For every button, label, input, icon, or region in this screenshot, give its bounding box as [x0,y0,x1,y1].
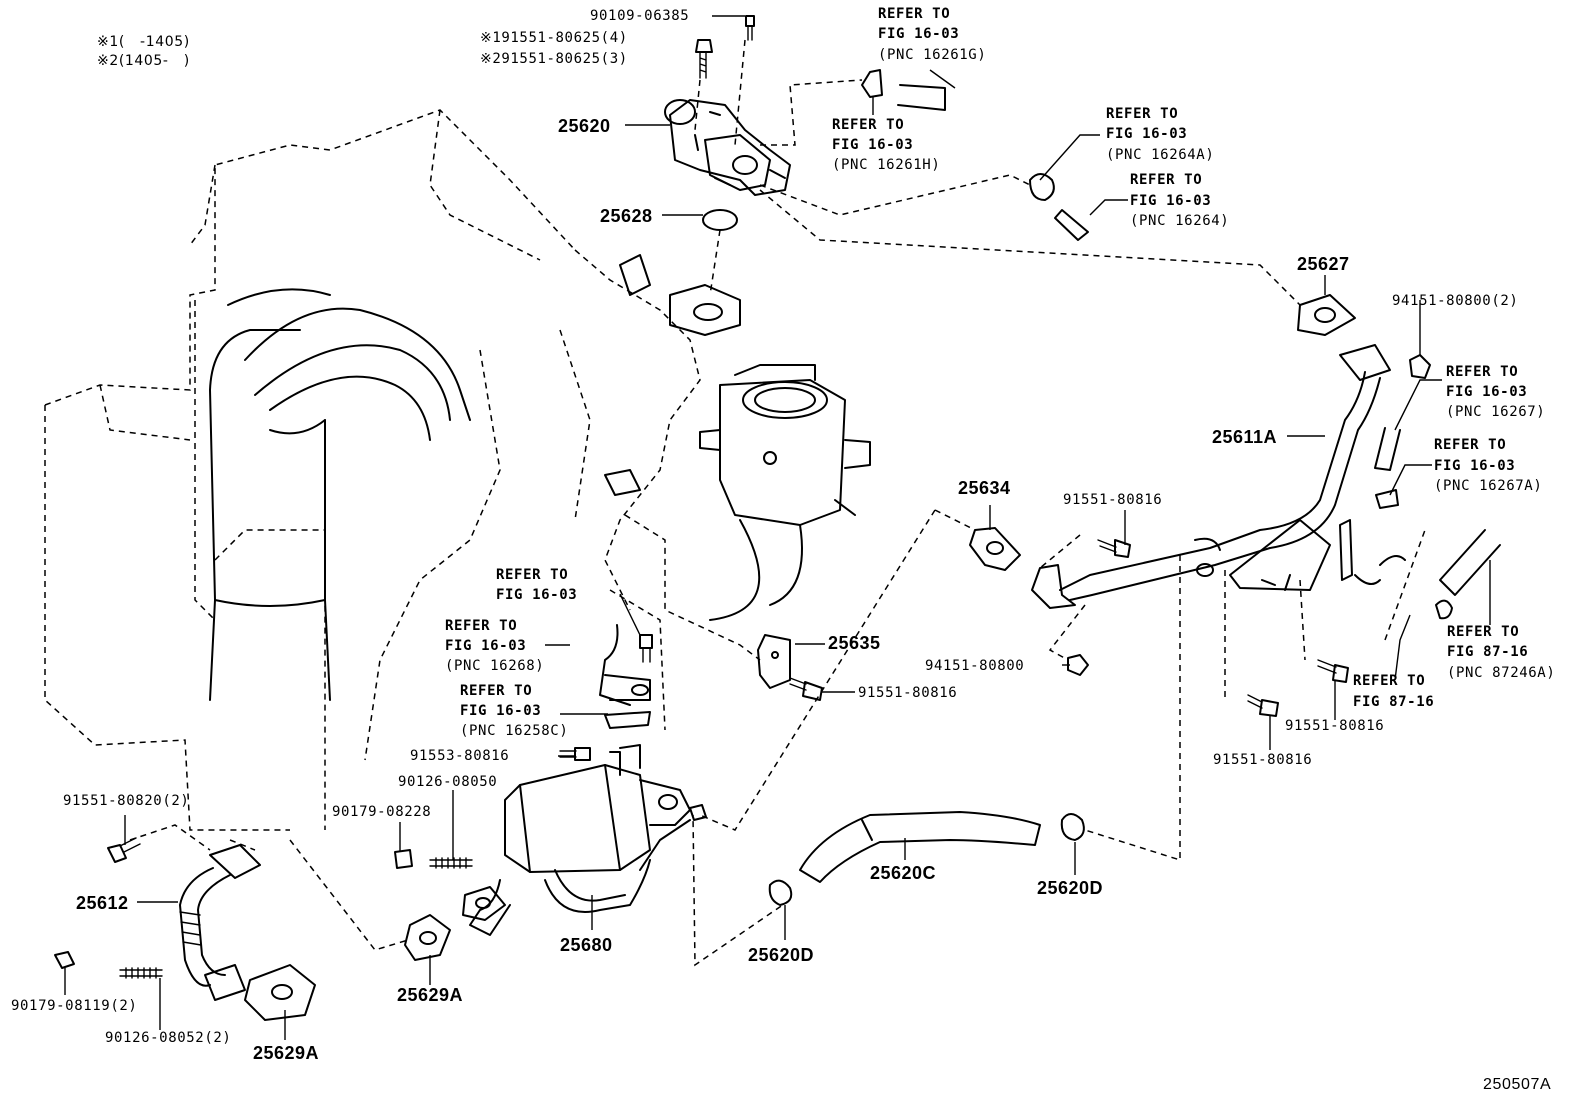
part-number-91551-80625-b[interactable]: ※291551-80625(3) [480,51,628,67]
part-number-91551-80816-right[interactable]: 91551-80816 [1285,718,1385,734]
part-number-25634[interactable]: 25634 [958,478,1011,498]
ref-87246A-pnc: (PNC 87246A) [1447,665,1556,681]
part-number-94151-80800-2[interactable]: 94151-80800(2) [1392,293,1519,309]
part-number-25620D-center[interactable]: 25620D [748,945,815,965]
part-number-90126-08050[interactable]: 90126-08050 [398,774,498,790]
clamp-25620D-center [768,879,793,906]
gasket-25627 [1297,294,1356,336]
part-number-91553-80816[interactable]: 91553-80816 [410,748,510,764]
ref-16268-refer[interactable]: REFER TO [445,618,518,634]
part-number-94151-80800[interactable]: 94151-80800 [925,658,1025,674]
ref-16264-pnc: (PNC 16264) [1130,213,1230,229]
ref-16268-pnc: (PNC 16268) [445,658,545,674]
ref-8716-fig[interactable]: FIG 87-16 [1353,694,1435,710]
ref-8716-refer[interactable]: REFER TO [1353,673,1426,689]
clamp-25620D-right [1060,813,1085,841]
ref-16267A-pnc: (PNC 16267A) [1434,478,1543,494]
gasket-25629A-center [404,886,506,961]
legend-line-1: ※1( -1405) [97,34,190,50]
hoses-top-right [861,69,1089,241]
egr-pipe-25612 [179,844,261,1001]
ref-16261H-refer[interactable]: REFER TO [832,117,905,133]
part-number-25635[interactable]: 25635 [828,633,881,653]
part-number-91551-80816-mid[interactable]: 91551-80816 [858,685,958,701]
egr-valve-25620 [664,99,791,196]
bolts-top [695,15,755,79]
part-number-25620D-right[interactable]: 25620D [1037,878,1104,898]
ref-16261G-fig[interactable]: FIG 16-03 [878,26,960,42]
alignment-lines [129,39,1426,967]
hose-right [1374,427,1501,620]
ref-16258C-refer[interactable]: REFER TO [460,683,533,699]
part-number-25680[interactable]: 25680 [560,935,613,955]
part-number-25620C[interactable]: 25620C [870,863,937,883]
legend-line-2: ※2(1405- ) [97,53,190,69]
hose-25620C [799,811,1041,883]
part-number-90179-08119[interactable]: 90179-08119(2) [11,998,138,1014]
gasket-25629A-left [244,964,316,1021]
bracket-25635 [757,634,791,689]
gasket-25634 [969,527,1021,571]
ref-plain-fig[interactable]: FIG 16-03 [496,587,578,603]
fasteners [54,354,1431,979]
ref-16264A-fig[interactable]: FIG 16-03 [1106,126,1188,142]
ref-16264-refer[interactable]: REFER TO [1130,172,1203,188]
ref-16268-fig[interactable]: FIG 16-03 [445,638,527,654]
ref-16267A-refer[interactable]: REFER TO [1434,437,1507,453]
ref-87246A-fig[interactable]: FIG 87-16 [1447,644,1529,660]
part-number-25612[interactable]: 25612 [76,893,129,913]
ref-16267-pnc: (PNC 16267) [1446,404,1546,420]
ref-87246A-refer[interactable]: REFER TO [1447,624,1520,640]
part-number-90179-08228[interactable]: 90179-08228 [332,804,432,820]
ref-16261H-pnc: (PNC 16261H) [832,157,941,173]
ref-plain-refer[interactable]: REFER TO [496,567,569,583]
part-number-91551-80625-a[interactable]: ※191551-80625(4) [480,30,628,46]
part-number-25628[interactable]: 25628 [600,206,653,226]
leader-lines [64,15,1491,1040]
ref-16267A-fig[interactable]: FIG 16-03 [1434,458,1516,474]
ref-16261G-pnc: (PNC 16261G) [878,47,987,63]
ref-16267-fig[interactable]: FIG 16-03 [1446,384,1528,400]
part-number-91551-80820[interactable]: 91551-80820(2) [63,793,190,809]
ref-16264A-pnc: (PNC 16264A) [1106,147,1215,163]
part-number-25611A[interactable]: 25611A [1212,427,1278,447]
figure-id: 250507A [1483,1076,1552,1093]
egr-pipe-25611A [1031,344,1406,609]
ref-16261G-refer[interactable]: REFER TO [878,6,951,22]
ref-16267-refer[interactable]: REFER TO [1446,364,1519,380]
part-number-90109-06385[interactable]: 90109-06385 [590,8,690,24]
ref-16264-fig[interactable]: FIG 16-03 [1130,193,1212,209]
part-number-91551-80816-bottom[interactable]: 91551-80816 [1213,752,1313,768]
part-number-25627[interactable]: 25627 [1297,254,1350,274]
ref-16264A-refer[interactable]: REFER TO [1106,106,1179,122]
o-ring-25628 [702,209,738,231]
ref-16258C-pnc: (PNC 16258C) [460,723,569,739]
part-number-25629A-center[interactable]: 25629A [397,985,464,1005]
ref-16258C-fig[interactable]: FIG 16-03 [460,703,542,719]
engine-block [44,109,871,831]
part-number-25629A-left[interactable]: 25629A [253,1043,320,1063]
part-number-25620[interactable]: 25620 [558,116,611,136]
part-number-91551-80816-top[interactable]: 91551-80816 [1063,492,1163,508]
part-number-90126-08052[interactable]: 90126-08052(2) [105,1030,232,1046]
ref-16261H-fig[interactable]: FIG 16-03 [832,137,914,153]
